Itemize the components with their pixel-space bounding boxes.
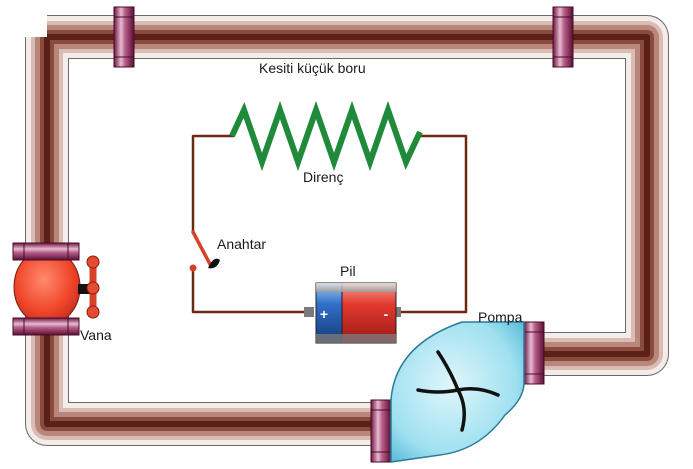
valve-icon [12,242,100,336]
resistor-icon [229,100,423,172]
flange-icon [552,6,574,68]
pump-icon [390,321,525,463]
pump-impeller [416,350,500,432]
battery-negative-terminal: - [384,306,389,322]
flange-top-right [552,6,574,68]
pipe-label: Kesiti küçük boru [259,60,366,76]
circuit-wire [191,134,468,314]
pump-label: Pompa [478,309,523,325]
battery-positive-terminal: + [320,306,328,322]
flange-pump-bottom [370,399,392,463]
pipe-loop [25,15,669,446]
flange-icon [523,321,545,385]
flange-pump-right [523,321,545,385]
flange-icon [113,6,135,68]
switch-icon [189,230,220,272]
resistor-label: Direnç [303,169,344,185]
switch-label: Anahtar [217,236,267,252]
battery-label: Pil [340,263,356,279]
battery-icon: + - [304,282,401,344]
flange-icon [370,399,392,463]
valve-label: Vana [80,327,112,343]
flange-top-left [113,6,135,68]
